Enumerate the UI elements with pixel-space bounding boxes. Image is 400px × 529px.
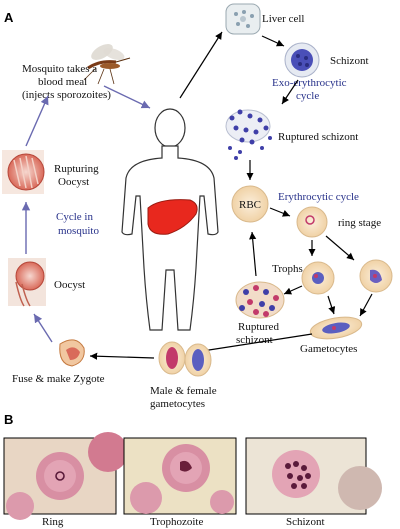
liver-icon [147, 199, 198, 235]
arrow-gametocytes-to-male-female [195, 333, 313, 355]
male-female-gametocytes-icon [158, 341, 212, 377]
gametocytes-label: Gametocytes [300, 343, 357, 355]
ruptured-bottom-line1: Ruptured [238, 321, 279, 333]
liver-cell-label: Liver cell [262, 13, 304, 25]
oocyst-icon [8, 258, 46, 307]
fuse-zygote-label: Fuse & make Zygote [12, 373, 105, 385]
human-body-outline [121, 108, 219, 331]
ruptured-schizont-top-icon [225, 109, 272, 160]
ring-stage-icon [296, 206, 328, 238]
trophozoite-icon [301, 261, 335, 295]
mosquito-label: Mosquito takes a blood meal (injects spo… [22, 63, 111, 101]
liver-cell-icon [225, 3, 261, 35]
schizont-label: Schizont [330, 55, 369, 67]
trophs-label: Trophs [272, 263, 303, 275]
mosquito-icon [83, 44, 131, 85]
rbc-icon [231, 185, 269, 223]
oocyst-label: Oocyst [54, 279, 85, 291]
arrow-precursor-to-gametocytes [359, 293, 373, 317]
male-female-line1: Male & female [150, 385, 217, 397]
exo-erythrocytic-cycle-label: Exo-erythrocytic cycle [272, 77, 349, 102]
rupturing-oocyst-line1: Rupturing [54, 163, 99, 175]
micrograph-trophozoite [123, 437, 237, 515]
caption-ring: Ring [42, 516, 64, 528]
arrow-zygote-to-oocyst [33, 313, 53, 343]
ruptured-schizont-bottom-label: Ruptured schizont [236, 321, 282, 346]
cycle-in-mosquito-line2: mosquito [58, 225, 99, 237]
ruptured-bottom-line2: schizont [236, 334, 273, 346]
panel-b-letter: B [4, 412, 13, 427]
exo-cycle-line2: cycle [296, 90, 319, 102]
arrow-mosquito-to-human [103, 85, 151, 109]
micrograph-schizont [245, 437, 382, 515]
caption-trophozoite: Trophozoite [150, 516, 203, 528]
arrow-liver-to-schizont [261, 35, 285, 47]
zygote-icon [59, 339, 85, 367]
male-female-line2: gametocytes [150, 398, 205, 410]
ruptured-schizont-top-label: Ruptured schizont [278, 131, 358, 143]
schizont-icon [284, 42, 320, 78]
gametocyte-precursor-icon [359, 259, 393, 293]
arrow-troph-to-ruptured [283, 285, 303, 295]
cycle-in-mosquito-label: Cycle in mosquito [56, 211, 99, 237]
exo-cycle-line1: Exo-erythrocytic [272, 77, 347, 89]
gametocytes-icon [309, 316, 363, 340]
rupturing-oocyst-icon [2, 150, 45, 194]
arrow-human-to-liver-cell [179, 31, 223, 99]
arrow-ring-to-gametocyte-precursor [325, 235, 355, 261]
rupturing-oocyst-line2: Oocyst [58, 176, 89, 188]
mosquito-label-line2: blood meal [38, 76, 87, 88]
arrow-rupturing-to-mosquito [25, 95, 49, 147]
panel-a-letter: A [4, 10, 14, 25]
rupturing-oocyst-label: Rupturing Oocyst [54, 163, 101, 188]
arrow-rbc-to-ring [269, 207, 291, 217]
erythrocytic-cycle-label: Erythrocytic cycle [278, 191, 359, 203]
caption-schizont: Schizont [286, 516, 325, 528]
male-female-label: Male & female gametocytes [150, 385, 219, 410]
mosquito-label-line3: (injects sporozoites) [22, 89, 111, 101]
arrow-gametocytes-to-zygote [89, 352, 155, 360]
ruptured-schizont-bottom-icon [235, 281, 285, 319]
cycle-in-mosquito-line1: Cycle in [56, 211, 93, 223]
mosquito-label-line1: Mosquito takes a [22, 63, 97, 75]
arrow-ruptured-to-rbc-bottom [249, 231, 257, 277]
micrograph-ring [3, 432, 128, 520]
arrow-troph-to-gametocytes [327, 295, 336, 315]
rbc-label: RBC [239, 199, 261, 211]
arrow-schizont-to-ruptured [281, 79, 299, 105]
ring-stage-label: ring stage [338, 217, 381, 229]
